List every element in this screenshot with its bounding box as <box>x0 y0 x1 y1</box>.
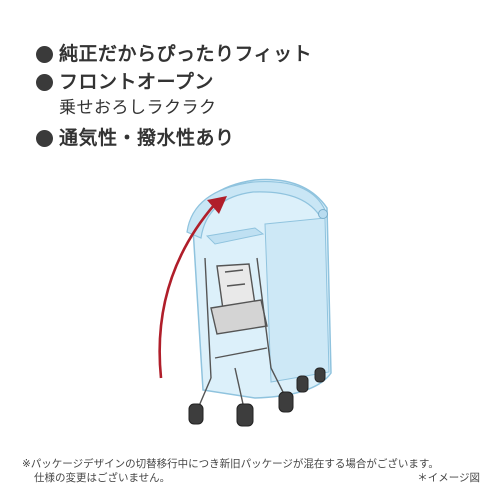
image-note: ＊イメージ図 <box>417 472 480 484</box>
bullet-icon <box>36 129 53 147</box>
wheels <box>188 367 326 427</box>
bullet-icon <box>36 45 53 63</box>
spec-note: 仕様の変更はございません。 <box>34 472 171 484</box>
feature-breathable-text: 通気性・撥水性あり <box>59 127 235 149</box>
feature-fit-text: 純正だからぴったりフィット <box>59 43 313 65</box>
open-arrow-icon <box>158 196 227 379</box>
rain-cover <box>186 178 332 399</box>
feature-list: 純正だからぴったりフィット フロントオープン 乗せおろしラクラク 通気性・撥水性… <box>36 42 312 154</box>
feature-front-open: フロントオープン <box>36 70 312 94</box>
stroller-rain-cover-illustration <box>158 178 332 427</box>
bullet-icon <box>36 73 53 91</box>
feature-breathable: 通気性・撥水性あり <box>36 126 312 150</box>
feature-fit: 純正だからぴったりフィット <box>36 42 312 66</box>
feature-front-open-text: フロントオープン <box>59 71 214 93</box>
feature-front-open-subtext: 乗せおろしラクラク <box>59 98 217 118</box>
package-note: ※パッケージデザインの切替移行中につき新旧パッケージが混在する場合がございます。 <box>22 458 439 470</box>
stroller <box>198 257 286 407</box>
